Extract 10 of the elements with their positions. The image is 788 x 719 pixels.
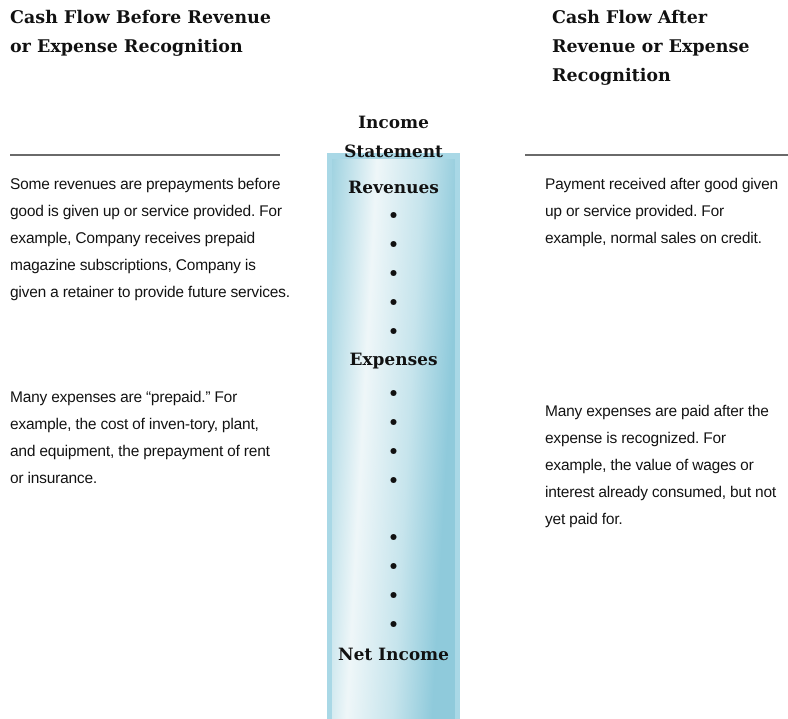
- description-text: Many expenses are paid after the expense is recognized. For example, the value of wages or interest already consumed, but not yet paid for.: [545, 402, 778, 530]
- column-heading: Cash Flow After Revenue or Expense Recognition: [552, 7, 750, 88]
- column-heading: Cash Flow Before Revenue or Expense Recognition: [10, 7, 272, 59]
- column-heading: Income Statement: [343, 112, 444, 164]
- description-text: Payment received after good given up or service provided. For example, normal sales on credit.: [545, 175, 779, 249]
- description-text: Many expenses are “prepaid.” For example, the cost of inven-tory, plant, and equipment, the prepayment of rent or insurance.: [10, 388, 271, 489]
- description-text: Some revenues are prepayments before good is given up or service provided. For example, Company receives prepaid magazine subscriptions, Company is given a retainer to provide future services.: [10, 175, 291, 303]
- total-label: Net Income: [337, 644, 450, 667]
- section-label: Revenues: [347, 177, 440, 200]
- section-label: Expenses: [348, 349, 439, 372]
